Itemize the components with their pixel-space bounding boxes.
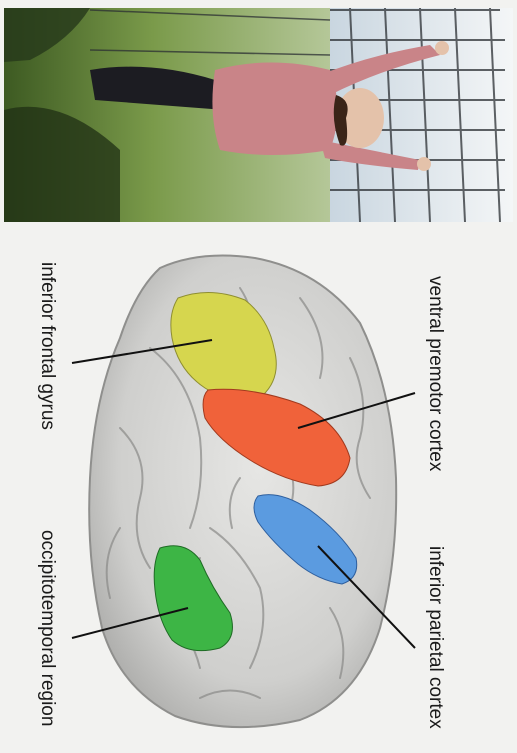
label-inferior-frontal-gyrus: inferior frontal gyrus	[37, 262, 58, 430]
label-ventral-premotor-cortex: ventral premotor cortex	[425, 276, 446, 472]
climbing-photo	[0, 0, 517, 228]
label-occipitotemporal-region: occipitotemporal region	[37, 530, 58, 726]
brain-diagram: inferior frontal gyrus occipitotemporal …	[0, 228, 517, 753]
label-inferior-parietal-cortex: inferior parietal cortex	[425, 546, 446, 729]
